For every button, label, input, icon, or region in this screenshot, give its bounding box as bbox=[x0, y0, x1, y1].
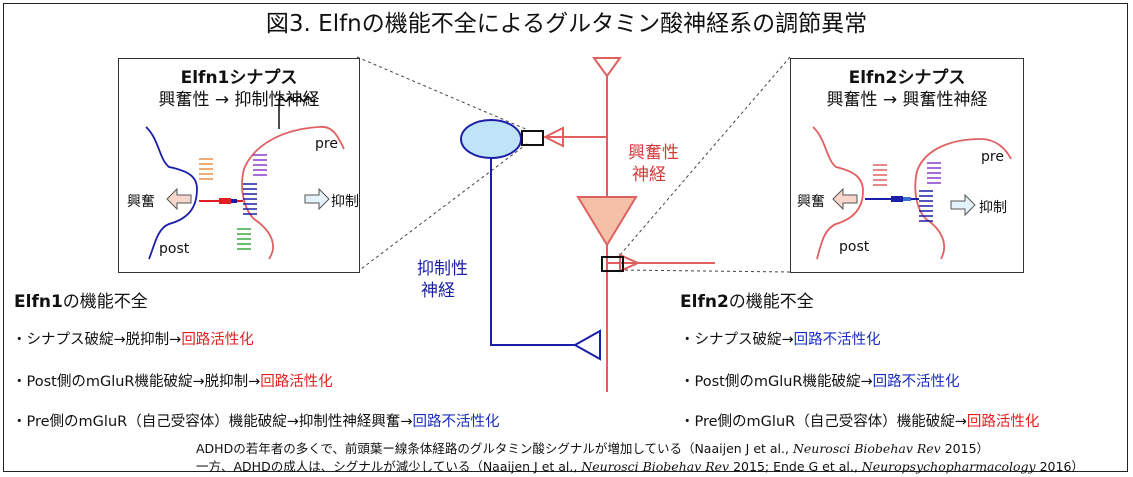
elfn1-item-2-prefix: ・Post側のmGluR機能破綻→脱抑制→ bbox=[12, 374, 261, 390]
inhibit-arrow-icon bbox=[950, 193, 976, 217]
excitatory-terminal-left bbox=[542, 126, 564, 148]
synapse-box-elfn2 bbox=[601, 256, 624, 272]
inhibitory-label-line1: 抑制性 bbox=[417, 259, 468, 279]
reference-line-2: 一方、ADHDの成人は、シグナルが減少している（Naaijen J et al.… bbox=[196, 456, 1084, 475]
elfn1-excite-label: 興奮 bbox=[127, 194, 155, 210]
ref1-journal: Neurosci Biobehav Rev bbox=[792, 441, 941, 456]
elfn2-post-label: post bbox=[839, 239, 870, 255]
elfn2-inset-subtitle: 興奮性 → 興奮性神経 bbox=[826, 90, 988, 110]
figure-frame bbox=[3, 3, 1128, 472]
inhibitory-label-line2: 神経 bbox=[421, 281, 455, 301]
elfn1-item-3: ・Pre側のmGluR（自己受容体）機能破綻→抑制性神経興奮→回路不活性化 bbox=[12, 410, 500, 431]
figure-title: 図3. Elfnの機能不全によるグルタミン酸神経系の調節異常 bbox=[265, 11, 868, 37]
elfn2-item-3-result: 回路活性化 bbox=[966, 414, 1040, 430]
excitatory-terminal-right bbox=[619, 253, 641, 273]
ref2-text-b: 2015; Ende G et al., bbox=[729, 459, 862, 474]
ref2-journal-1: Neurosci Biobehav Rev bbox=[581, 459, 730, 474]
elfn1-inset-subtitle: 興奮性 → 抑制性神経 bbox=[158, 90, 320, 110]
zoom-lines bbox=[356, 56, 791, 273]
elfn2-section-heading: Elfn2の機能不全 bbox=[680, 287, 814, 312]
synapse-box-elfn1 bbox=[521, 130, 544, 146]
elfn2-synapse-graphic bbox=[812, 126, 1012, 260]
elfn1-synapse-inset: Elfn1シナプス 興奮性 → 抑制性神経 pre post 興奮 抑制 bbox=[118, 58, 360, 273]
elfn1-item-3-result: 回路不活性化 bbox=[412, 414, 500, 430]
excitatory-label-line1: 興奮性 bbox=[628, 143, 679, 163]
ref2-journal-2: Neuropsychopharmacology bbox=[861, 459, 1036, 474]
elfn1-item-2: ・Post側のmGluR機能破綻→脱抑制→回路活性化 bbox=[12, 370, 333, 391]
elfn2-item-1-result: 回路不活性化 bbox=[793, 332, 881, 348]
elfn2-heading-rest: の機能不全 bbox=[728, 292, 814, 312]
elfn2-pre-label: pre bbox=[981, 149, 1004, 165]
elfn1-item-1-prefix: ・シナプス破綻→脱抑制→ bbox=[12, 332, 182, 348]
excite-arrow-icon bbox=[166, 187, 192, 211]
excitatory-dendrite-top bbox=[592, 57, 622, 78]
elfn1-post-label: post bbox=[159, 241, 190, 257]
elfn2-excite-label: 興奮 bbox=[797, 194, 825, 210]
ref2-text-a: 一方、ADHDの成人は、シグナルが減少している（Naaijen J et al.… bbox=[196, 459, 582, 474]
elfn1-pre-label: pre bbox=[315, 136, 338, 152]
inhibit-arrow-icon bbox=[304, 187, 330, 211]
excitatory-cell-body bbox=[576, 196, 638, 247]
elfn1-section-heading: Elfn1の機能不全 bbox=[14, 287, 148, 312]
elfn2-item-3-prefix: ・Pre側のmGluR（自己受容体）機能破綻→ bbox=[680, 414, 967, 430]
elfn2-item-3: ・Pre側のmGluR（自己受容体）機能破綻→回路活性化 bbox=[680, 410, 1039, 431]
elfn2-inhibit-label: 抑制 bbox=[979, 200, 1007, 216]
elfn1-inhibit-label: 抑制 bbox=[331, 194, 359, 210]
elfn1-item-2-result: 回路活性化 bbox=[260, 374, 333, 390]
elfn2-inset-title: Elfn2シナプス bbox=[848, 68, 966, 88]
elfn2-item-1: ・シナプス破綻→回路不活性化 bbox=[680, 328, 881, 349]
elfn2-heading-bold: Elfn2 bbox=[680, 292, 729, 312]
excitatory-neuron bbox=[542, 57, 715, 392]
elfn2-item-2-result: 回路不活性化 bbox=[872, 374, 960, 390]
elfn1-heading-bold: Elfn1 bbox=[14, 292, 63, 312]
elfn1-item-1-result: 回路活性化 bbox=[181, 332, 254, 348]
elfn1-item-3-prefix: ・Pre側のmGluR（自己受容体）機能破綻→抑制性神経興奮→ bbox=[12, 414, 413, 430]
elfn2-item-2-prefix: ・Post側のmGluR機能破綻→ bbox=[680, 374, 873, 390]
elfn1-inset-title: Elfn1シナプス bbox=[180, 68, 298, 88]
inhibitory-terminal bbox=[572, 329, 601, 361]
inhibitory-neuron bbox=[460, 119, 601, 361]
inhibitory-cell-body bbox=[460, 119, 522, 159]
ref1-text-b: 2015） bbox=[940, 441, 990, 456]
ref1-text-a: ADHDの若年者の多くで、前頭葉ー線条体経路のグルタミン酸シグナルが増加している… bbox=[196, 441, 793, 456]
elfn1-heading-rest: の機能不全 bbox=[62, 292, 148, 312]
reference-line-1: ADHDの若年者の多くで、前頭葉ー線条体経路のグルタミン酸シグナルが増加している… bbox=[196, 438, 989, 457]
excitatory-neuron-label: 興奮性 神経 bbox=[628, 142, 679, 186]
ref2-text-c: 2016） bbox=[1035, 459, 1084, 474]
elfn1-synapse-graphic bbox=[145, 95, 345, 260]
elfn1-item-1: ・シナプス破綻→脱抑制→回路活性化 bbox=[12, 328, 254, 349]
elfn2-synapse-inset: Elfn2シナプス 興奮性 → 興奮性神経 pre post 興奮 抑制 bbox=[790, 58, 1024, 273]
excite-arrow-icon bbox=[832, 187, 858, 211]
elfn2-item-1-prefix: ・シナプス破綻→ bbox=[680, 332, 794, 348]
inhibitory-neuron-label: 抑制性 神経 bbox=[417, 258, 468, 302]
elfn2-item-2: ・Post側のmGluR機能破綻→回路不活性化 bbox=[680, 370, 960, 391]
excitatory-label-line2: 神経 bbox=[632, 165, 666, 185]
